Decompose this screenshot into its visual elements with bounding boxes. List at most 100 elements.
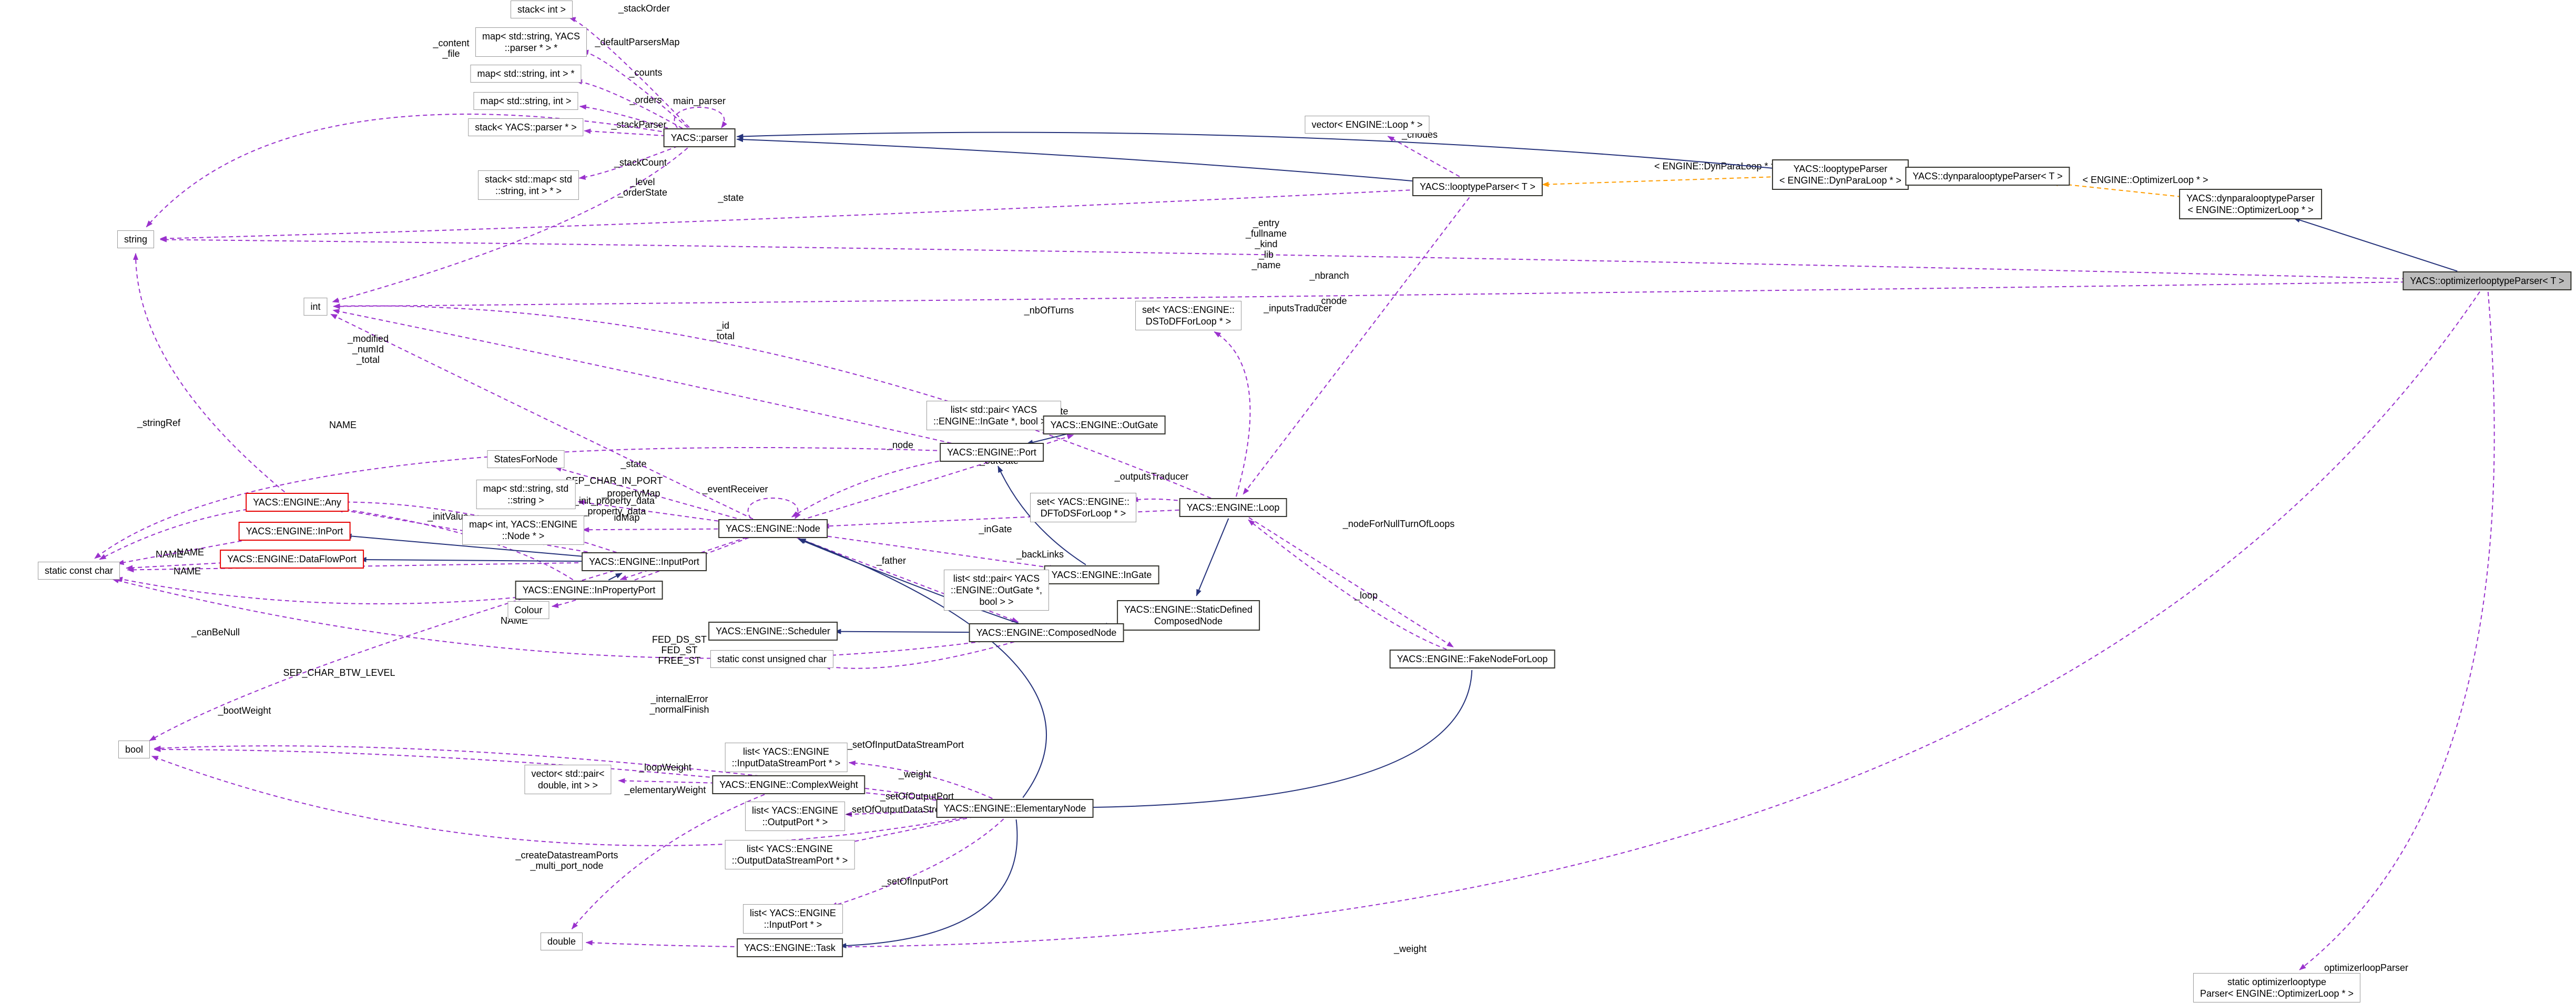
edge-fakenode-loop	[1248, 519, 1447, 650]
edge-label--inGate: _inGate	[978, 524, 1012, 535]
class-box-node[interactable]: YACS::ENGINE::Node	[718, 519, 828, 538]
edge-label--level: _level_orderState	[617, 177, 667, 198]
edge-yacs_parser-stack_parser_ptr	[584, 128, 666, 137]
edge-inputport-dataflowport	[359, 557, 586, 563]
class-box-loop[interactable]: YACS::ENGINE::Loop	[1179, 498, 1287, 517]
edge-elementarynode-bool	[154, 745, 964, 802]
edge-label--orders: _orders	[629, 95, 661, 106]
class-box-opt_t[interactable]: YACS::optimizerlooptypeParser< T >	[2402, 271, 2572, 290]
edge-inputport-inport	[344, 533, 592, 558]
edge-label--propertyMap: _propertyMap	[601, 488, 660, 499]
edge-label--id: _id_total	[711, 320, 735, 342]
edge-node-map_int_node	[582, 527, 726, 533]
class-box-int: int	[303, 298, 328, 316]
edge-node-statesfornode	[554, 467, 744, 521]
edge-looptype_t-vector_loop	[1387, 136, 1460, 177]
class-box-static_uchar: static const unsigned char	[710, 650, 834, 668]
edge-loop-fakenode	[1248, 517, 1454, 648]
edge-node-composednode	[797, 537, 1019, 623]
class-box-outgate[interactable]: YACS::ENGINE::OutGate	[1043, 416, 1166, 434]
class-box-yacs_parser[interactable]: YACS::parser	[663, 128, 736, 147]
class-box-stack_map: stack< std::map< std ::string, int > * >	[477, 170, 579, 200]
edge-label--stackParser: _stackParser	[610, 119, 666, 130]
class-box-inputport[interactable]: YACS::ENGINE::InputPort	[582, 552, 707, 571]
edge-label--setOfInputPort: _setOfInputPort	[881, 876, 948, 887]
edge-inport-static_char	[117, 538, 257, 565]
class-box-inpropertyport[interactable]: YACS::ENGINE::InPropertyPort	[515, 581, 663, 600]
edge-outgate-port	[1026, 432, 1071, 445]
edge-complexweight-vector_pair	[618, 778, 722, 784]
edge-yacs_parser-stack_map	[578, 145, 678, 180]
edge-inpropertyport-static_char	[116, 576, 532, 604]
edge-node-ingate	[812, 533, 1057, 571]
edge-elementarynode-list_outputport	[845, 810, 948, 817]
class-box-bool: bool	[118, 741, 150, 758]
class-box-dynpara_opt[interactable]: YACS::dynparalooptypeParser < ENGINE::Op…	[2179, 189, 2322, 219]
edge-label--setOfInputDataStreamPort: _setOfInputDataStreamPort	[847, 739, 964, 751]
edge-label-main-parser: main_parser	[673, 96, 726, 107]
edge-label--inputsTraducer: _inputsTraducer	[1263, 303, 1331, 314]
class-box-map_string_int_ptr: map< std::string, int > *	[470, 65, 582, 83]
edge-yacs_parser-string	[146, 114, 669, 228]
class-box-string: string	[117, 230, 155, 248]
class-box-complexweight[interactable]: YACS::ENGINE::ComplexWeight	[712, 775, 866, 794]
edge-label-idMap: idMap	[614, 512, 639, 523]
edge-label--internalError: _internalError_normalFinish	[649, 694, 709, 715]
class-box-list_inputport: list< YACS::ENGINE ::InputPort * >	[743, 904, 843, 934]
edge-inputport-bool	[149, 570, 615, 742]
class-box-any[interactable]: YACS::ENGINE::Any	[246, 493, 349, 512]
class-box-list_inputdsp: list< YACS::ENGINE ::InputDataStreamPort…	[725, 743, 848, 772]
class-box-map_string_int: map< std::string, int >	[473, 92, 578, 110]
edge-looptype_t-string	[159, 189, 1418, 241]
edge-fakenode-elementarynode	[1086, 670, 1473, 810]
class-box-staticdefined[interactable]: YACS::ENGINE::StaticDefined ComposedNode	[1117, 600, 1260, 631]
class-box-port[interactable]: YACS::ENGINE::Port	[940, 443, 1044, 462]
edge-label--weight: _weight	[1393, 944, 1427, 955]
edge-port-node	[791, 458, 954, 518]
edge-label--modified: _modified_numId_total	[347, 333, 389, 366]
edge-loop-staticdefined	[1196, 518, 1229, 596]
class-box-looptype_dyn[interactable]: YACS::looptypeParser < ENGINE::DynParaLo…	[1771, 159, 1909, 190]
edge-label-NAME: NAME	[174, 566, 201, 576]
edge-label--stackCount: _stackCount	[614, 157, 667, 168]
edge-node-outgate	[800, 434, 1074, 521]
edge-label--initValue: _initValue	[427, 511, 469, 522]
edge-port-int	[332, 309, 959, 445]
edge-label--content: _content_file	[432, 38, 469, 59]
class-box-elementarynode[interactable]: YACS::ENGINE::ElementaryNode	[936, 799, 1094, 818]
edge-port-static_char	[94, 447, 945, 559]
edge-label--state: _state	[620, 459, 646, 470]
edge-label-NAME: NAME	[156, 549, 183, 560]
class-box-set_dstodf: set< YACS::ENGINE:: DSToDFForLoop * >	[1135, 301, 1241, 330]
edge-label--eventReceiver: _eventReceiver	[701, 484, 768, 495]
edge-label--state: _state	[717, 193, 744, 204]
edge-label--nbranch: _nbranch	[1309, 270, 1349, 281]
edge-dynpara_opt-dynpara_t	[2051, 181, 2189, 198]
class-box-stack_int: stack< int >	[510, 1, 573, 18]
class-box-scheduler[interactable]: YACS::ENGINE::Scheduler	[708, 622, 838, 641]
class-box-task[interactable]: YACS::ENGINE::Task	[737, 938, 843, 957]
class-box-dataflowport[interactable]: YACS::ENGINE::DataFlowPort	[220, 550, 364, 569]
edge-elementarynode-bool	[151, 755, 971, 846]
class-box-fakenode[interactable]: YACS::ENGINE::FakeNodeForLoop	[1389, 650, 1555, 668]
edge-opt_t-dynpara_opt	[2293, 217, 2458, 272]
class-box-stack_parser_ptr: stack< YACS::parser * >	[468, 118, 584, 136]
class-box-dynpara_t[interactable]: YACS::dynparalooptypeParser< T >	[1905, 167, 2070, 186]
edge-label--backLinks: _backLinks	[1016, 549, 1064, 560]
class-box-looptype_t[interactable]: YACS::looptypeParser< T >	[1412, 177, 1543, 196]
edge-label--cnode: _cnode	[1315, 296, 1347, 307]
edge-label--stringRef: _stringRef	[137, 418, 181, 429]
class-box-composednode[interactable]: YACS::ENGINE::ComposedNode	[969, 623, 1124, 642]
edge-label--createDatastreamPorts: _createDatastreamPorts_multi_port_node	[515, 850, 618, 872]
class-box-inport[interactable]: YACS::ENGINE::InPort	[238, 522, 351, 541]
edge-label--elementaryWeight: _elementaryWeight	[624, 785, 706, 796]
edge-label--setOfOutputPort: _setOfOutputPort	[880, 791, 954, 802]
class-box-ingate[interactable]: YACS::ENGINE::InGate	[1044, 565, 1159, 584]
edge-yacs_parser-map_string_int	[579, 104, 675, 131]
class-box-list_outgate: list< std::pair< YACS ::ENGINE::OutGate …	[943, 570, 1050, 611]
edge-label-NAME: NAME	[177, 547, 204, 558]
edge-looptype_t-loop	[1243, 197, 1470, 495]
